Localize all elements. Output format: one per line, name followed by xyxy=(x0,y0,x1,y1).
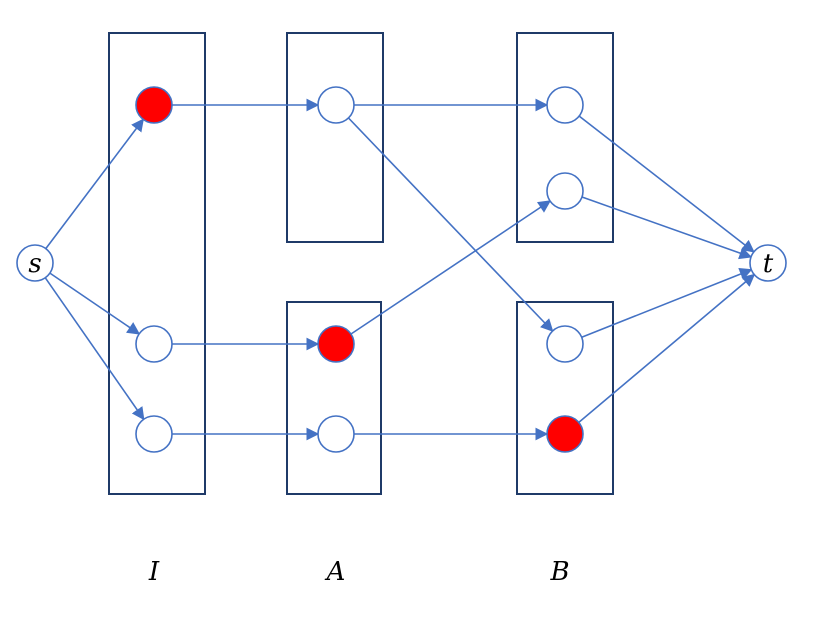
node-label-t: t xyxy=(763,249,774,279)
group-box-b-bottom xyxy=(516,301,614,495)
edge-a1-to-b3 xyxy=(347,117,554,332)
node-a2-highlighted xyxy=(317,325,355,363)
node-b4-highlighted xyxy=(546,415,584,453)
edge-a2-to-b2 xyxy=(350,200,552,335)
node-a3 xyxy=(317,415,355,453)
node-b3 xyxy=(546,325,584,363)
node-t xyxy=(749,244,787,282)
edge-b3-to-t xyxy=(581,268,753,339)
edge-s-to-i2 xyxy=(49,272,141,335)
node-b1 xyxy=(546,86,584,124)
group-label-a-bottom: A xyxy=(325,557,346,587)
group-box-b-top xyxy=(516,32,614,243)
edge-b2-to-t xyxy=(581,196,753,260)
node-b2 xyxy=(546,172,584,210)
group-box-i xyxy=(108,32,206,495)
group-box-a-bottom xyxy=(286,301,382,495)
group-label-i: I xyxy=(148,557,160,587)
node-i3 xyxy=(135,415,173,453)
group-box-a-top xyxy=(286,32,384,243)
edge-s-to-i3 xyxy=(44,277,145,421)
node-i1-highlighted xyxy=(135,86,173,124)
node-label-s: s xyxy=(28,249,41,279)
edge-b4-to-t xyxy=(578,273,756,424)
node-a1 xyxy=(317,86,355,124)
group-label-b-bottom: B xyxy=(549,557,569,587)
node-s xyxy=(16,244,54,282)
edge-s-to-i1 xyxy=(45,118,144,250)
edge-b1-to-t xyxy=(578,115,755,253)
node-i2 xyxy=(135,325,173,363)
